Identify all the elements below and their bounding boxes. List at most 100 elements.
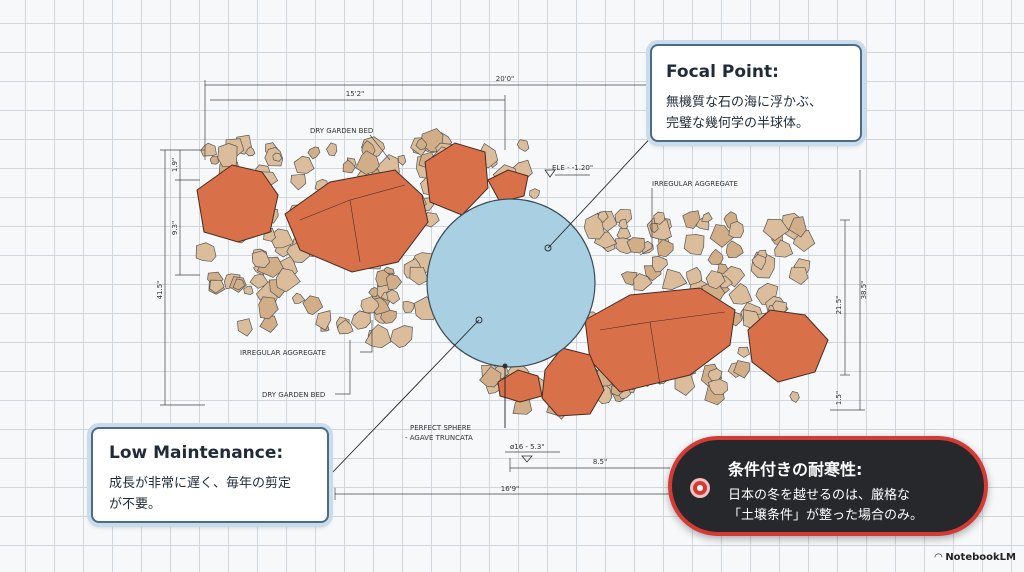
dim-left-mid: 9.3" (171, 221, 179, 235)
gravel-stone (337, 319, 354, 335)
perfect-sphere (426, 198, 596, 368)
gravel-stone (275, 268, 301, 293)
boulders (196, 142, 829, 417)
brand-name: NotebookLM (945, 552, 1016, 563)
gravel-stone (360, 296, 380, 314)
dim-right-bottom: 1.5" (835, 391, 843, 405)
gravel-stone (209, 279, 225, 294)
gravel-stone (737, 346, 751, 358)
leader-lines (329, 131, 657, 476)
gravel-stone (249, 273, 270, 289)
gravel-stone (683, 234, 705, 256)
gravel-stone (725, 240, 744, 258)
gravel-stone (251, 250, 271, 268)
gravel-stone (774, 239, 794, 258)
gravel-stone (293, 156, 315, 174)
gravel-stone (209, 155, 220, 165)
label-sphere-line2: - AGAVE TRUNCATA (405, 434, 473, 442)
gravel-stone (686, 266, 703, 286)
gravel-stone (656, 238, 674, 258)
gravel-stone (705, 270, 726, 290)
callout-focal-body: 無機質な石の海に浮かぶ、 完璧な幾何学の半球体。 (666, 95, 823, 131)
gravel-stone (733, 360, 750, 379)
gravel-stone (707, 248, 724, 266)
gravel-stone (290, 173, 307, 191)
gravel-stone (380, 308, 397, 324)
gravel-stone (195, 242, 217, 262)
callout-hardiness-title: 条件付きの耐寒性: (728, 460, 863, 479)
notebooklm-logo: ◠NotebookLM (935, 552, 1016, 563)
callout-low-maintenance-title: Low Maintenance: (109, 443, 284, 463)
gravel-stone (385, 274, 403, 291)
gravel-stone (364, 324, 392, 349)
gravel-stone (633, 273, 653, 292)
gravel-stone (307, 146, 321, 160)
gravel-stone (415, 137, 428, 150)
dim-left-top: 1.9" (171, 158, 179, 172)
gravel-stone (402, 300, 415, 313)
gravel-stone (620, 271, 638, 286)
boulder (424, 142, 489, 216)
dimension-lines (160, 80, 865, 500)
gravel-stone (653, 211, 666, 225)
gravel-stone (232, 278, 246, 291)
gravel-stone (291, 292, 306, 304)
gravel-stone (245, 146, 256, 157)
gravel-stone (386, 289, 401, 305)
gravel-stone (707, 368, 723, 382)
dim-bottom-partial: 8.5" (593, 458, 607, 466)
boulder (541, 347, 605, 417)
gravel-stone (788, 216, 807, 238)
gravel-stone (272, 152, 283, 162)
dim-left-overall: 41.5" (156, 281, 164, 300)
dim-top-overall: 20'0" (496, 75, 515, 83)
label-irregular-aggregate-left: IRREGULAR AGGREGATE (240, 349, 326, 357)
gravel-stone (597, 210, 609, 224)
gravel-stone (626, 237, 646, 254)
label-irregular-aggregate-right: IRREGULAR AGGREGATE (652, 180, 738, 188)
gravel-stone (350, 310, 371, 330)
dim-bottom-overall: 16'9" (501, 485, 520, 493)
callout-focal-title: Focal Point: (666, 62, 779, 82)
gravel-stone (389, 325, 413, 348)
callout-hardiness-body: 日本の冬を越せるのは、厳格な 「土壌条件」が整った場合のみ。 (728, 488, 924, 523)
boulder (196, 164, 279, 243)
boulder (497, 369, 543, 403)
gravel-stone (682, 210, 701, 229)
gravel-stone (355, 150, 380, 175)
label-sphere-line1: PERFECT SPHERE (410, 424, 471, 432)
callout-conditional-hardiness: 条件付きの耐寒性: 日本の冬を越せるのは、厳格な 「土壌条件」が整った場合のみ。 (668, 436, 988, 536)
gravel-stone (258, 296, 279, 320)
boulder (584, 287, 736, 393)
gravel-stone (302, 295, 324, 315)
label-dry-garden-bed-top: DRY GARDEN BED (310, 127, 373, 135)
gravel-stone (529, 188, 540, 199)
gravel-stone (661, 268, 688, 290)
boulder (284, 169, 429, 273)
gravel-stone (259, 315, 278, 333)
gravel-stone (707, 378, 728, 396)
gravel-stone (674, 372, 696, 396)
gravel-stone (762, 218, 790, 242)
gravel-stone (237, 318, 253, 337)
label-elevation: ELE - -1.20" (552, 164, 593, 172)
alert-dot-icon (693, 481, 707, 495)
gravel-stone (516, 139, 530, 152)
gravel-stone (728, 283, 753, 305)
dim-top-partial: 15'2" (346, 90, 365, 98)
gravel-stone (342, 159, 356, 174)
dim-right-mid: 21.5" (835, 296, 843, 315)
gravel-stone (409, 266, 429, 286)
gravel-stone (751, 254, 766, 271)
callout-low-maintenance-body: 成長が非常に遅く、毎年の剪定 が不要。 (109, 476, 292, 512)
gravel-stone (701, 212, 713, 223)
gravel-stone (788, 267, 809, 285)
gravel-stone (315, 310, 332, 331)
gravel-stone (479, 366, 502, 388)
notebooklm-logo-icon: ◠ (934, 552, 943, 563)
gravel-stone (326, 142, 338, 157)
label-leaders (335, 134, 653, 395)
gravel-stone (709, 224, 735, 248)
gravel-stone (717, 263, 729, 275)
